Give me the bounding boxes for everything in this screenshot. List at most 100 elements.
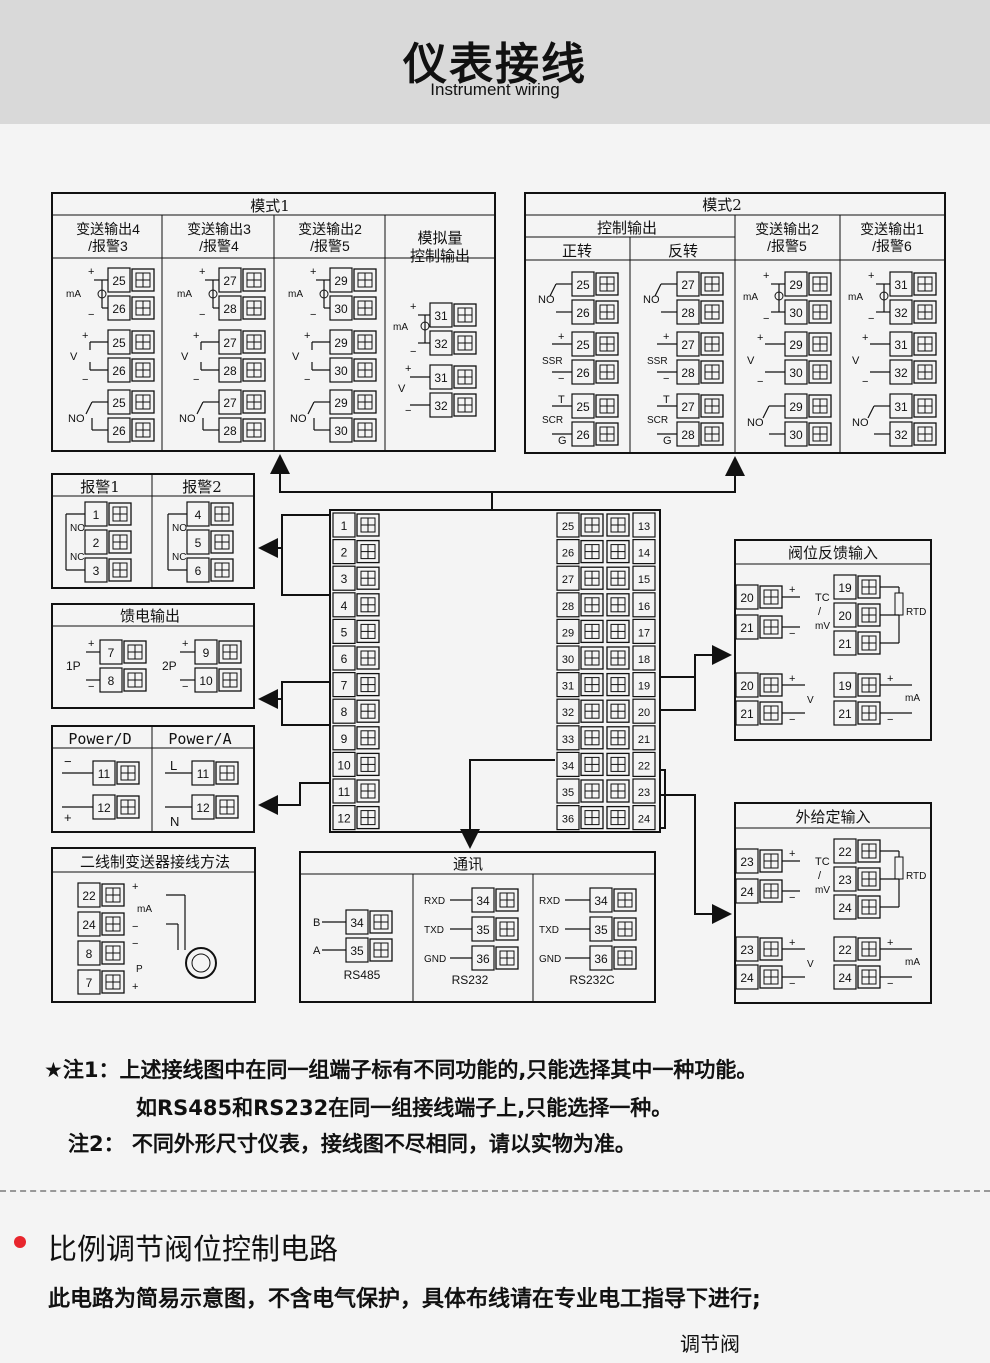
header-banner: 仪表接线 Instrument wiring [0,0,990,124]
plus-sign: + [199,266,205,278]
terminal-28: 28 [681,306,695,320]
twowire-terminal-22: 22 [82,889,96,903]
minus-sign: − [887,714,893,726]
center-terminal-30: 30 [562,654,574,666]
terminal-screw-icon [215,795,239,819]
center-terminal-29: 29 [562,627,574,639]
terminal-screw-icon [356,619,380,644]
terminal-number: 21 [740,621,754,635]
terminal-31: 31 [434,309,448,323]
terminal-box [556,671,580,698]
terminal-screw-icon [606,566,630,590]
v-label: V [747,355,755,367]
terminal-25: 25 [112,396,126,410]
terminal-box [332,751,356,778]
terminal-number: 21 [838,707,852,721]
minus-sign: − [410,346,416,358]
terminal-box [833,602,857,628]
mode1-col-label-2: /报警4 [199,238,239,254]
terminal-27: 27 [223,336,237,350]
mode1-col-label-2: /报警5 [310,238,350,254]
valve-label: 调节阀 [680,1332,740,1356]
terminal-screw-icon [116,795,140,819]
mv-label: mV [815,621,830,632]
terminal-screw-icon [595,272,619,296]
comm-title: 通讯 [453,855,483,873]
terminal-screw-icon [700,272,724,296]
mode1-col-label-1: 变送输出4 [76,221,140,237]
terminal-box [632,804,656,831]
terminal-screw-icon [913,332,937,356]
terminal-screw-icon [356,566,380,590]
center-terminal-21: 21 [638,734,650,746]
terminal-box [735,584,759,610]
terminal-screw-icon [580,646,604,670]
terminal-31: 31 [434,371,448,385]
terminal-box [332,592,356,618]
center-terminal-23: 23 [638,787,650,799]
minus-sign: − [199,309,205,321]
terminal-screw-icon [108,530,132,554]
terminal-26: 26 [112,424,126,438]
center-terminal-31: 31 [562,681,574,693]
plus-sign: + [132,881,138,893]
terminal-screw-icon [353,296,377,320]
terminal-30: 30 [789,428,803,442]
terminal-screw-icon [123,668,147,692]
terminal-screw-icon [356,805,380,830]
terminal-box [632,778,656,804]
ma-label: mA [743,292,758,303]
terminal-box [735,848,759,874]
terminal-31: 31 [894,400,908,414]
terminal-27: 27 [223,274,237,288]
v-label: V [807,959,814,970]
rtd-label: RTD [906,871,926,882]
terminal-28: 28 [681,366,695,380]
alarm2-terminal-6: 6 [195,564,202,578]
terminal-box [471,916,495,942]
plus-sign: + [304,330,310,342]
terminal-screw-icon [613,946,637,970]
terminal-screw-icon [356,726,380,750]
valve-feedback-title: 阀位反馈输入 [788,544,878,562]
wiring-diagram: 模式1 变送输出4/报警3252625262526mA+−V+−NO变送输出3/… [51,192,946,1004]
slash-label: / [818,606,822,618]
power-d-terminal-12: 12 [97,801,111,815]
mode2-col-label-1: 变送输出2 [755,221,819,237]
terminal-screw-icon [495,888,519,912]
plus-sign: + [862,332,868,344]
terminal-box [833,964,857,990]
connector-lines [258,454,745,924]
p-label: P [136,964,143,975]
terminal-box [556,565,580,591]
terminal-box [332,512,356,538]
terminal-box [833,574,857,600]
center-terminal-26: 26 [562,548,574,560]
control-output-label: 控制输出 [597,219,657,237]
terminal-screw-icon [913,422,937,446]
terminal-box [589,916,613,942]
terminal-box [735,878,759,904]
plus-sign: + [82,330,88,342]
terminal-30: 30 [334,302,348,316]
minus-sign: − [558,373,564,385]
terminal-screw-icon [606,752,630,777]
center-terminal-25: 25 [562,521,574,533]
terminal-screw-icon [131,358,155,382]
terminal-28: 28 [223,302,237,316]
terminal-screw-icon [215,761,239,785]
page-subtitle: Instrument wiring [430,80,560,99]
ma-label: mA [905,957,920,968]
no-label: NO [747,417,764,429]
terminal-27: 27 [223,396,237,410]
mode1-col-label-2: /报警3 [88,238,128,254]
terminal-screw-icon [356,646,380,670]
wire [196,401,204,415]
mode2-col-label-2: /报警5 [767,238,807,254]
plus-sign: + [789,937,795,949]
terminal-27: 27 [681,400,695,414]
terminal-box [77,882,101,908]
terminal-32: 32 [894,366,908,380]
section-bullet-icon [14,1236,26,1248]
